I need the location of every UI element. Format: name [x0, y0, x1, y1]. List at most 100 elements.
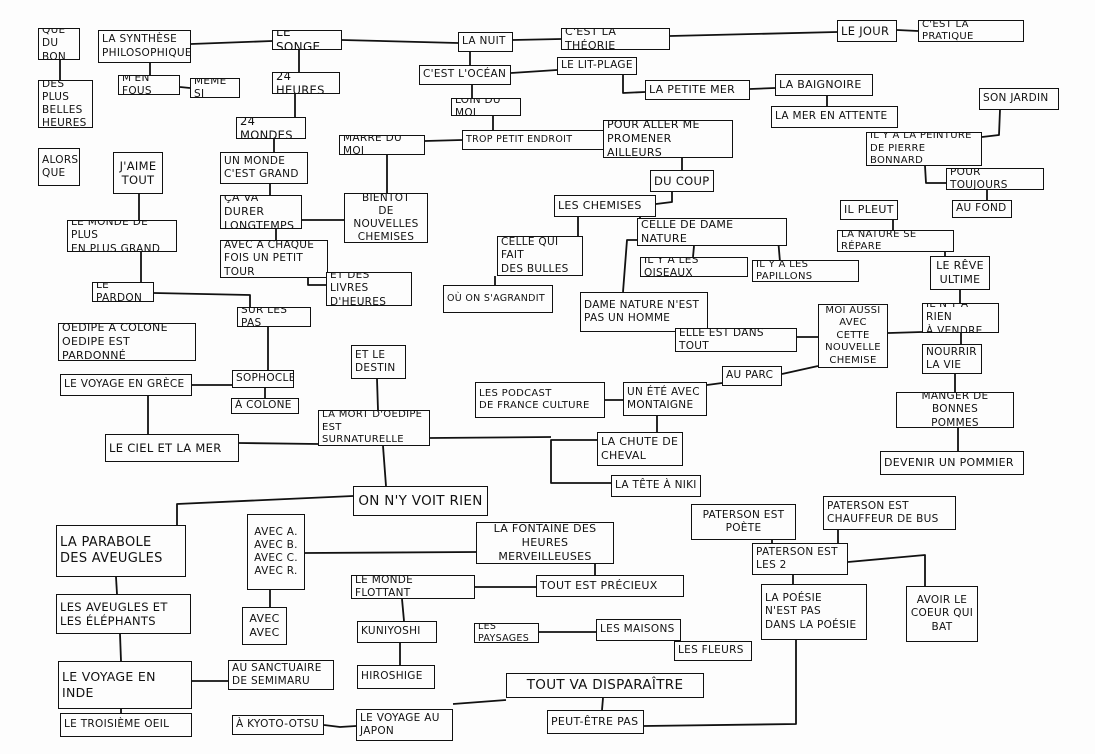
mind-map-node: LA MORT D'OEDIPE EST SURNATURELLE — [318, 410, 430, 446]
mind-map-node: ON N'Y VOIT RIEN — [353, 486, 488, 516]
mind-map-node: MOI AUSSI AVEC CETTE NOUVELLE CHEMISE — [818, 304, 888, 368]
connector-line — [781, 365, 819, 375]
mind-map-node: LA MER EN ATTENTE — [771, 106, 898, 128]
connector-line — [510, 69, 558, 74]
mind-map-node: LE RÊVE ULTIME — [930, 256, 990, 290]
mind-map-node: LA NATURE SE RÉPARE — [837, 230, 954, 252]
mind-map-node: LA CHUTE DE CHEVAL — [597, 432, 683, 466]
mind-map-node: AVEC À CHAQUE FOIS UN PETIT TOUR — [220, 240, 328, 278]
connector-line — [847, 554, 926, 586]
mind-map-node: CELLE DE DAME NATURE — [637, 218, 787, 246]
connector-line — [887, 331, 923, 334]
mind-map-node: AVOIR LE COEUR QUI BAT — [906, 586, 978, 642]
connector-line — [179, 86, 191, 89]
mind-map-node: 24 MONDES — [236, 117, 306, 139]
mind-map-node: DAME NATURE N'EST PAS UN HOMME — [580, 292, 708, 332]
connector-line — [424, 139, 463, 142]
connector-line — [924, 165, 946, 184]
connector-line — [601, 697, 604, 711]
mind-map-node: LE LIT-PLAGE — [557, 57, 637, 75]
mind-map-node: LA TÊTE À NIKI — [611, 475, 701, 497]
connector-line — [749, 87, 776, 90]
mind-map-node: LE JOUR — [837, 20, 897, 42]
mind-map-node: HIROSHIGE — [357, 665, 435, 689]
connector-line — [119, 633, 122, 662]
mind-map-node: LE MONDE FLOTTANT — [351, 575, 475, 599]
connector-line — [176, 495, 354, 525]
mind-map-node: IL Y A LES OISEAUX — [640, 257, 748, 277]
connector-line — [452, 699, 507, 705]
connector-line — [307, 278, 326, 286]
mind-map-node: TROP PETIT ENDROIT — [462, 130, 604, 150]
connector-line — [401, 598, 405, 622]
mind-map-node: À KYOTO-OTSU — [232, 715, 324, 735]
mind-map-node: LES PAYSAGES — [474, 623, 539, 643]
mind-map-node: UN MONDE C'EST GRAND — [220, 152, 308, 184]
mind-map-node: QUE DU BON — [38, 28, 80, 60]
mind-map-node: AU PARC — [722, 366, 782, 386]
mind-map-node: LA BAIGNOIRE — [775, 74, 873, 96]
mind-map-node: LA POÉSIE N'EST PAS DANS LA POÉSIE — [761, 584, 867, 640]
connector-line — [706, 382, 723, 386]
mind-map-node: LE CIEL ET LA MER — [105, 434, 239, 462]
mind-map-node: PATERSON EST LES 2 — [752, 543, 848, 575]
connector-line — [304, 551, 477, 554]
mind-map-node: LE TROISIÈME OEIL — [60, 713, 192, 737]
mind-map-node: LES MAISONS — [596, 619, 681, 641]
connector-line — [622, 75, 646, 94]
mind-map-node: C'EST L'OCÉAN — [419, 65, 511, 85]
mind-map-node: LA NUIT — [458, 32, 513, 52]
mind-map-node: IL Y A LES PAPILLONS — [752, 260, 859, 282]
connector-line — [622, 239, 637, 293]
mind-map-node: C'EST LA PRATIQUE — [918, 20, 1024, 42]
mind-map-node: SUR LES PAS — [237, 307, 311, 327]
mind-map-node: LES PODCAST DE FRANCE CULTURE — [475, 382, 605, 418]
mind-map-node: MÊME SI — [190, 78, 240, 98]
mind-map-node: PEUT-ÊTRE PAS — [547, 710, 644, 734]
mind-map-node: ÇA VA DURER LONGTEMPS — [220, 195, 302, 229]
connector-line — [643, 640, 797, 727]
connector-line — [382, 445, 387, 487]
connector-line — [323, 724, 357, 728]
mind-map-node: LA FONTAINE DES HEURES MERVEILLEUSES — [476, 522, 614, 564]
connector-line — [115, 576, 118, 595]
connector-line — [896, 29, 919, 32]
mind-map-node: OÙ ON S'AGRANDIT — [443, 285, 553, 313]
connector-line — [550, 439, 611, 484]
connector-line — [341, 39, 459, 44]
mind-map-node: OEDIPE À COLONE OEDIPE EST PARDONNÉ — [58, 323, 196, 361]
connector-line — [376, 378, 379, 411]
mind-map-node: POUR ALLER ME PROMENER AILLEURS — [603, 120, 733, 158]
connector-line — [153, 292, 251, 307]
mind-map-node: ET DES LIVRES D'HEURES — [326, 272, 412, 306]
mind-map-node: LE MONDE DE PLUS EN PLUS GRAND — [67, 220, 177, 252]
mind-map-node: PATERSON EST POÈTE — [691, 504, 796, 540]
mind-map-node: SOPHOCLE — [232, 370, 294, 388]
mind-map-node: ALORS QUE — [38, 148, 80, 186]
mind-map-node: DES PLUS BELLES HEURES — [38, 80, 93, 128]
mind-map-node: KUNIYOSHI — [357, 621, 437, 643]
connector-line — [981, 109, 1001, 138]
connector-line — [512, 38, 562, 41]
mind-map-node: DU COUP — [650, 170, 714, 192]
mind-map-node: LE PARDON — [92, 282, 154, 302]
mind-map-node: MANGER DE BONNES POMMES — [896, 392, 1014, 428]
mind-map-node: IL N'Y A RIEN À VENDRE — [922, 303, 999, 333]
mind-map-node: ELLE EST DANS TOUT — [675, 328, 797, 352]
mind-map-node: AU SANCTUAIRE DE SEMIMARU — [228, 660, 334, 690]
mind-map-node: PATERSON EST CHAUFFEUR DE BUS — [823, 496, 956, 530]
mind-map-node: LES CHEMISES — [554, 195, 656, 217]
mind-map-node: IL PLEUT — [840, 200, 898, 220]
mind-map-node: LA PETITE MER — [645, 80, 750, 100]
mind-map-node: LA PARABOLE DES AVEUGLES — [56, 525, 186, 577]
mind-map-node: LE SONGE — [272, 30, 342, 50]
mind-map-node: 24 HEURES — [272, 72, 340, 94]
mind-map-node: LE VOYAGE EN INDE — [58, 661, 192, 709]
mind-map-node: LES FLEURS — [674, 641, 752, 661]
mind-map-node: TOUT VA DISPARAÎTRE — [506, 673, 704, 698]
mind-map-node: NOURRIR LA VIE — [922, 344, 982, 374]
mind-map-node: AVEC A. AVEC B. AVEC C. AVEC R. — [247, 514, 305, 590]
connector-line — [429, 436, 552, 439]
